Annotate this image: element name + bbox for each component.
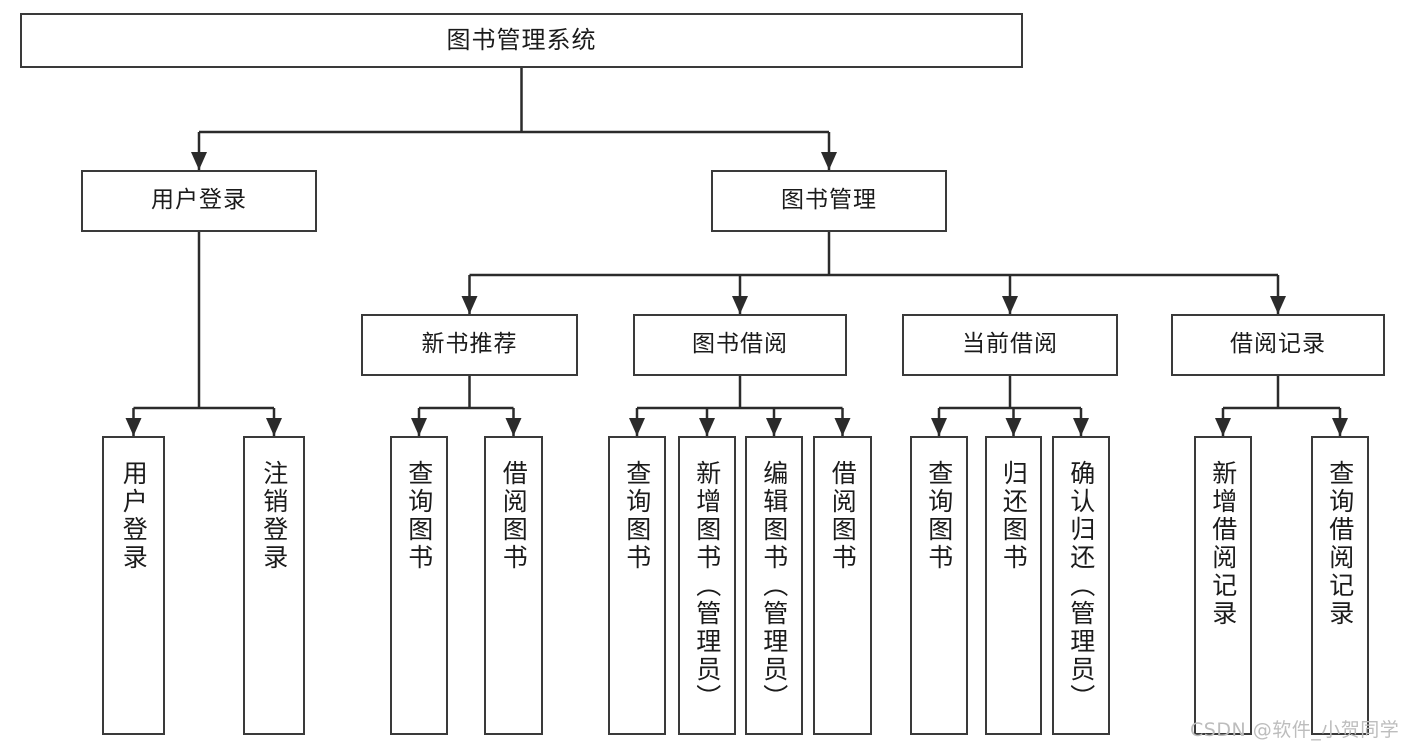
- node-label-leaf-return-book: 归还图书: [999, 460, 1029, 572]
- node-borrow-record[interactable]: 借阅记录: [1171, 314, 1385, 376]
- node-current-borrow[interactable]: 当前借阅: [902, 314, 1118, 376]
- node-leaf-user-login[interactable]: 用户登录: [102, 436, 165, 735]
- node-label-leaf-confirm-return: 确认归还（管理员）: [1066, 460, 1096, 712]
- node-leaf-query-book-3[interactable]: 查询图书: [910, 436, 968, 735]
- edge-arrowhead-leaf-add-book: [699, 418, 715, 436]
- node-label-leaf-query-book-2: 查询图书: [622, 460, 652, 572]
- node-new-book-rec[interactable]: 新书推荐: [361, 314, 578, 376]
- edge-arrowhead-current-borrow: [1002, 296, 1018, 314]
- node-label-leaf-logout: 注销登录: [259, 460, 289, 572]
- node-label-leaf-edit-book: 编辑图书（管理员）: [759, 460, 789, 712]
- edge-arrowhead-leaf-user-login: [125, 418, 142, 436]
- node-label-user-login: 用户登录: [151, 187, 247, 214]
- node-label-leaf-query-book-1: 查询图书: [404, 460, 434, 572]
- node-label-leaf-borrow-book-2: 借阅图书: [828, 460, 858, 572]
- node-leaf-logout[interactable]: 注销登录: [243, 436, 305, 735]
- edge-arrowhead-book-borrow: [732, 296, 748, 314]
- node-leaf-return-book[interactable]: 归还图书: [985, 436, 1042, 735]
- edge-arrowhead-leaf-confirm-return: [1073, 418, 1089, 436]
- edge-arrowhead-leaf-query-book-2: [629, 418, 645, 436]
- node-label-borrow-record: 借阅记录: [1230, 331, 1326, 358]
- node-label-book-manage: 图书管理: [781, 187, 877, 214]
- node-book-manage[interactable]: 图书管理: [711, 170, 947, 232]
- node-leaf-query-record[interactable]: 查询借阅记录: [1311, 436, 1369, 735]
- node-leaf-borrow-book-2[interactable]: 借阅图书: [813, 436, 872, 735]
- node-label-leaf-query-record: 查询借阅记录: [1325, 460, 1355, 628]
- edge-arrowhead-leaf-query-record: [1332, 418, 1348, 436]
- node-label-root: 图书管理系统: [446, 26, 597, 55]
- edge-arrowhead-leaf-query-book-3: [931, 418, 947, 436]
- node-label-leaf-borrow-book-1: 借阅图书: [499, 460, 529, 572]
- edge-arrowhead-leaf-logout: [266, 418, 282, 436]
- node-leaf-query-book-1[interactable]: 查询图书: [390, 436, 448, 735]
- edge-arrowhead-user-login: [191, 152, 207, 170]
- node-leaf-query-book-2[interactable]: 查询图书: [608, 436, 666, 735]
- node-leaf-add-record[interactable]: 新增借阅记录: [1194, 436, 1252, 735]
- edge-arrowhead-leaf-edit-book: [766, 418, 782, 436]
- node-label-new-book-rec: 新书推荐: [421, 331, 518, 358]
- node-label-leaf-add-book: 新增图书（管理员）: [692, 460, 722, 712]
- node-label-book-borrow: 图书借阅: [692, 331, 788, 358]
- edge-arrowhead-leaf-add-record: [1215, 418, 1231, 436]
- node-label-leaf-query-book-3: 查询图书: [924, 460, 954, 572]
- edge-arrowhead-leaf-borrow-book-2: [834, 418, 851, 436]
- node-leaf-borrow-book-1[interactable]: 借阅图书: [484, 436, 543, 735]
- edge-arrowhead-leaf-return-book: [1005, 418, 1022, 436]
- node-leaf-add-book[interactable]: 新增图书（管理员）: [678, 436, 736, 735]
- edge-arrowhead-leaf-query-book-1: [411, 418, 427, 436]
- node-leaf-edit-book[interactable]: 编辑图书（管理员）: [745, 436, 803, 735]
- edge-arrowhead-borrow-record: [1270, 296, 1286, 314]
- node-label-leaf-user-login: 用户登录: [119, 460, 149, 572]
- node-user-login[interactable]: 用户登录: [81, 170, 317, 232]
- edge-arrowhead-new-book-rec: [461, 296, 478, 314]
- node-root[interactable]: 图书管理系统: [20, 13, 1023, 68]
- node-leaf-confirm-return[interactable]: 确认归还（管理员）: [1052, 436, 1110, 735]
- node-label-current-borrow: 当前借阅: [962, 331, 1058, 358]
- node-label-leaf-add-record: 新增借阅记录: [1208, 460, 1238, 628]
- edge-arrowhead-leaf-borrow-book-1: [505, 418, 522, 436]
- edge-arrowhead-book-manage: [821, 152, 837, 170]
- node-book-borrow[interactable]: 图书借阅: [633, 314, 847, 376]
